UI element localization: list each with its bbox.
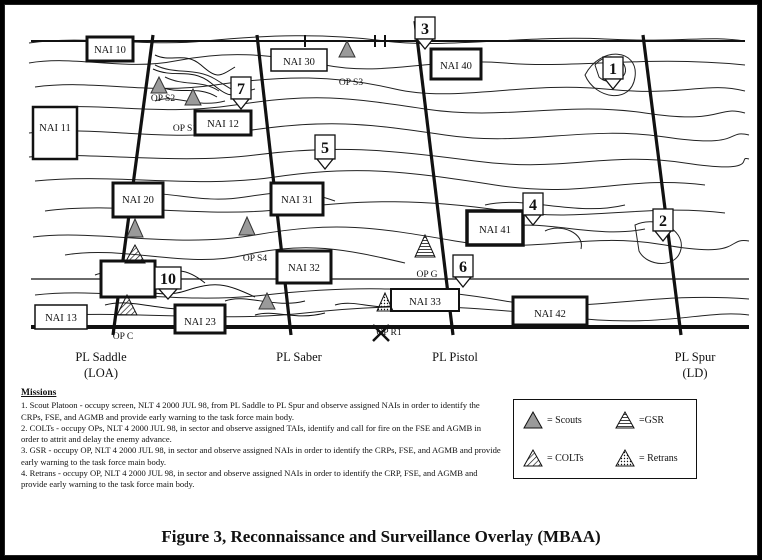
symbol-6-number: 6 [459,259,467,276]
symbol-7-number: 7 [237,81,245,98]
mission-item: 2. COLTs - occupy OPs, NLT 4 2000 JUL 98… [21,422,482,445]
colt-op-icon-b [124,243,146,264]
missions-text: Missions 1. Scout Platoon - occupy scree… [21,388,501,491]
scout-ops [126,39,356,310]
nai-42-label: NAI 42 [534,309,566,320]
legend-gsr: =GSR [614,410,664,430]
legend-colts: = COLTs [522,448,584,468]
symbol-10-number: 10 [160,271,176,288]
nai-20-box [111,181,165,219]
nai-10-label: NAI 10 [94,45,126,56]
pl-saber-label: PL Saber [276,350,323,364]
nai-33-box [390,288,460,312]
nai-31-label: NAI 31 [281,195,313,206]
top-edge-ticks [31,35,745,47]
nai-23-box [173,303,227,335]
nai-12-label: NAI 12 [207,119,239,130]
nai-32-label: NAI 32 [288,263,320,274]
scout-op-s2-icon [150,75,168,94]
nai-30-box [270,48,328,72]
legend-retrans: = Retrans [614,448,678,468]
colts-legend-icon [523,448,543,467]
pl-spur-line [641,34,683,336]
legend-scouts: = Scouts [522,410,582,430]
nai-31-box [269,181,325,217]
nai-41-box [465,209,525,247]
nai-10-box [85,35,135,63]
op-s1-label: OP S1 [173,124,197,134]
nai-41-label: NAI 41 [479,225,511,236]
overlay-frame: NAI 10 NAI 11 NAI 12 NAI 30 NAI 40 NAI 2… [4,4,758,556]
op-s4-label: OP S4 [243,254,267,264]
nai-40-box [429,47,483,81]
overlay-map: NAI 10 NAI 11 NAI 12 NAI 30 NAI 40 NAI 2… [28,16,750,380]
mission-item: 3. GSR - occupy OP, NLT 4 2000 JUL 98, i… [21,445,501,467]
nai-13-box [34,304,88,330]
mission-item: 1. Scout Platoon - occupy screen, NLT 4 … [21,400,480,422]
numbered-symbols [154,16,674,300]
symbol-2-number: 2 [659,213,667,230]
op-s2-label: OP S2 [151,94,175,104]
nai-40-label: NAI 40 [440,61,472,72]
op-r1-label: OP R1 [376,328,402,338]
pl-saddle-sub: (LOA) [84,366,118,380]
symbol-5 [314,134,336,171]
nai-11-label: NAI 11 [39,123,70,134]
legend-retrans-label: = Retrans [639,452,678,464]
retrans-op-icon [376,291,394,312]
pl-saddle-label: PL Saddle [75,350,127,364]
gsr-legend-icon [615,410,635,429]
pl-spur-label: PL Spur [675,350,717,364]
x-mark [372,324,390,342]
legend-gsr-label: =GSR [639,414,665,426]
symbol-2 [652,208,674,243]
nai-12-box [193,109,253,137]
symbol-5-number: 5 [321,140,329,157]
nai-23-label: NAI 23 [184,317,216,328]
scout-op-s4-icon [238,215,256,236]
symbol-3-number: 3 [421,21,429,38]
nai-11-box [31,105,79,161]
symbol-4 [522,192,544,227]
symbol-7 [230,76,252,111]
colt-area-box [99,259,157,299]
colt-ops [116,243,146,316]
scout-op-icon-b [258,291,276,310]
legend-colts-label: = COLTs [547,452,584,464]
pl-pistol-label: PL Pistol [432,350,478,364]
legend-scouts-label: = Scouts [547,414,582,426]
scout-op-icon-a [126,217,144,238]
scouts-legend-icon [523,410,543,429]
symbol-4-number: 4 [529,197,537,214]
pl-pistol-line [413,20,455,336]
scout-op-s1-icon [184,87,202,106]
missions-title: Missions [21,388,57,398]
colt-op-icon-a [116,293,138,316]
nai-boxes [31,35,589,335]
pl-spur-sub: (LD) [683,366,708,380]
symbol-1-number: 1 [609,61,617,78]
nai-33-label: NAI 33 [409,297,441,308]
symbol-10 [154,266,182,300]
op-c-label: OP C [113,332,134,342]
mission-item: 4. Retrans - occupy OP, NLT 4 2000 JUL 9… [21,468,478,490]
legend-box: = Scouts =GSR = COLTs = Retrans [513,399,697,479]
nai-32-box [275,249,333,285]
figure-caption: Figure 3, Reconnaissance and Surveillanc… [161,527,601,546]
nai-42-box [511,295,589,327]
retrans-legend-icon [615,448,635,467]
symbol-6 [452,254,474,289]
nai-20-label: NAI 20 [122,195,154,206]
nai-30-label: NAI 30 [283,57,315,68]
gsr-op-icon [414,233,436,258]
op-g-label: OP G [416,270,437,280]
symbol-3 [414,16,436,51]
symbol-1 [602,56,624,91]
nai-13-label: NAI 13 [45,313,77,324]
scout-op-s3-icon [338,39,356,58]
op-s3-label: OP S3 [339,78,363,88]
